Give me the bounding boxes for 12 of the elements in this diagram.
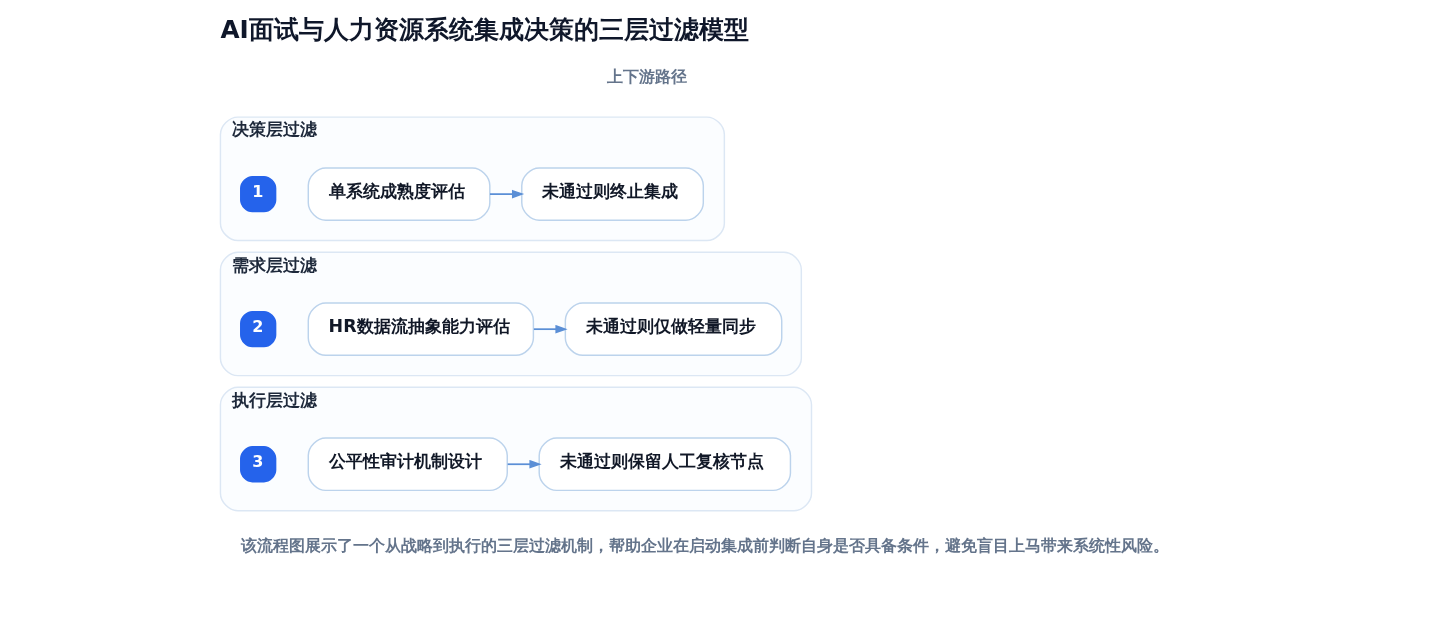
node-box: HR数据流抽象能力评估 bbox=[307, 302, 535, 357]
label: 上下游路径 bbox=[607, 66, 688, 86]
node-box: 未通过则仅做轻量同步 bbox=[564, 302, 783, 357]
arrow bbox=[506, 459, 542, 469]
node-box: 未通过则终止集成 bbox=[521, 167, 705, 221]
node-box: 公平性审计机制设计 bbox=[307, 437, 508, 492]
arrow bbox=[533, 324, 568, 334]
node-box: 单系统成熟度评估 bbox=[307, 167, 491, 221]
arrow bbox=[489, 189, 525, 199]
caption: 该流程图展示了一个从战略到执行的三层过滤机制，帮助企业在启动集成前判断自身是否具备条件，避免盲目上马带来系统性风险。 bbox=[241, 536, 1170, 556]
node-box: 未通过则保留人工复核节点 bbox=[538, 437, 792, 492]
diagram-title: AI面试与人力资源系统集成决策的三层过滤模型 bbox=[220, 15, 749, 45]
